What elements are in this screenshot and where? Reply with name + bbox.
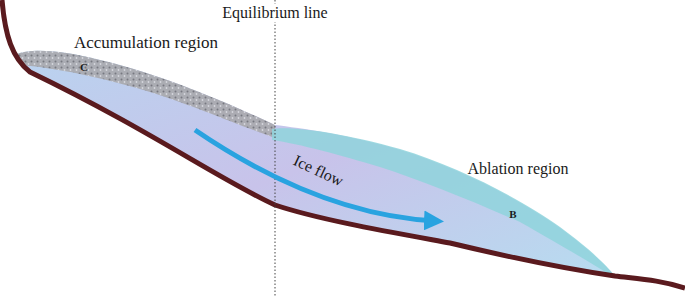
ablation-ice [272,128,615,276]
ice-flow-arrow [195,130,436,221]
region-label: Accumulation region [74,34,218,53]
line-label: Equilibrium line [219,4,330,22]
point-label: B [509,208,516,220]
accumulation-snow [15,51,275,138]
bedrock-line [2,0,685,288]
glacier-ice [15,51,615,276]
region-label: Ablation region [468,160,569,178]
point-label: C [80,61,88,73]
equilibrium-line [275,0,276,297]
